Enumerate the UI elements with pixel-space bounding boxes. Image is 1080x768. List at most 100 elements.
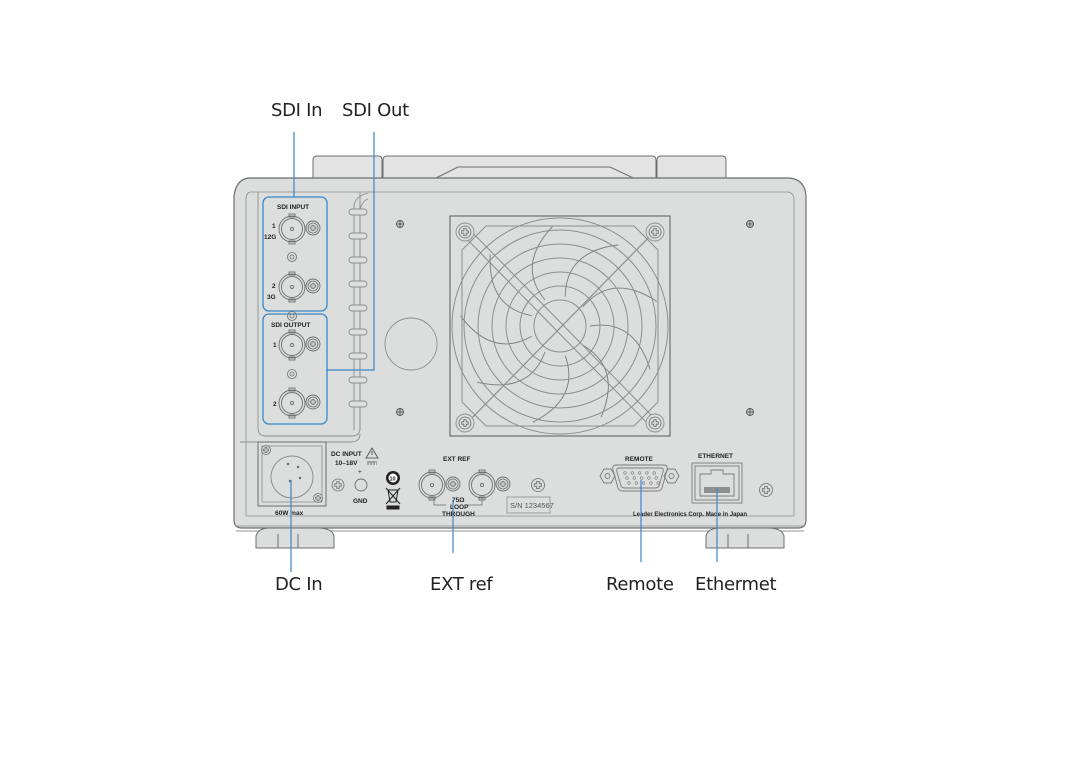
sdi-input-2-label: 2: [272, 283, 276, 290]
power-rating-label: 60W max: [275, 510, 304, 517]
fan-guard-strut: [462, 231, 655, 428]
sdi-input-2-rate: 3G: [267, 294, 276, 301]
dsub-pin: [630, 471, 634, 475]
bnc-lock-screw-icon: [447, 478, 459, 490]
chassis-screw-icon: [531, 478, 545, 492]
dsub-pin: [634, 481, 638, 485]
callout-remote: Remote: [606, 574, 674, 595]
dc-connector: [257, 441, 327, 507]
dsub-pin: [625, 476, 629, 480]
panel-screw-icon: [396, 408, 404, 416]
cable-ring: [348, 376, 368, 384]
blank-knockout: [384, 317, 438, 371]
svg-text:10: 10: [390, 477, 396, 483]
chassis-screw-icon: [759, 483, 773, 497]
sdi-input-2-bnc: [278, 271, 321, 303]
manufacturer-label: Leader Electronics Corp. Made in Japan: [633, 512, 747, 518]
dsub-pin: [641, 481, 646, 485]
panel-screw-icon: [746, 408, 754, 416]
fan-screw-icon: [648, 225, 662, 239]
callout-sdi-out: SDI Out: [342, 100, 409, 121]
cable-ring: [348, 400, 368, 408]
dsub-pin: [652, 471, 656, 475]
fan-guard-ring: [477, 243, 643, 409]
fan-guard-strut: [459, 231, 652, 428]
dc-input-label: DC INPUT: [331, 451, 362, 458]
weee-bin-icon: [385, 487, 401, 510]
panel-screw-icon: [396, 220, 404, 228]
sdi-output-label: SDI OUTPUT: [271, 322, 310, 329]
dc-corner-screw-icon: [313, 493, 323, 503]
bnc-lock-screw-icon: [307, 338, 319, 350]
loop-through-bracket: [433, 498, 483, 506]
bnc-lock-screw-icon: [307, 396, 319, 408]
cooling-fan: [449, 215, 671, 437]
cable-ring: [348, 256, 368, 264]
serial-plate: [506, 496, 551, 514]
fan-guard-ring: [533, 299, 587, 353]
standoff-icon: [287, 311, 297, 321]
cable-ring: [348, 304, 368, 312]
sdi-input-1-label: 1: [272, 223, 276, 230]
fan-guard-ring: [505, 271, 615, 381]
dsub-pin: [645, 471, 649, 475]
callout-dc-in: DC In: [275, 574, 323, 595]
fan-blade: [531, 225, 553, 301]
leader-lines: [290, 132, 718, 572]
gnd-terminal: [354, 478, 368, 492]
through-label: THROUGH: [442, 511, 475, 518]
fan-guard-ring: [451, 217, 669, 435]
callout-sdi-in: SDI In: [271, 100, 323, 121]
impedance-label: 75Ω: [452, 497, 464, 504]
bnc-lock-screw-icon: [307, 280, 319, 292]
dsub-pin: [649, 481, 653, 485]
callout-ext-ref: EXT ref: [430, 574, 493, 595]
fan-screw-icon: [458, 416, 472, 430]
cable-ring: [348, 232, 368, 240]
fan-guard-ring: [519, 285, 601, 367]
remote-label: REMOTE: [625, 456, 653, 463]
bnc-lock-screw-icon: [307, 222, 319, 234]
dsub-pin: [623, 471, 627, 475]
sdi-output-highlight: [262, 313, 328, 425]
fan-guard-ring: [463, 229, 657, 423]
fan-frame: [461, 225, 659, 427]
remote-dsub-connector: [599, 464, 680, 492]
eco-10-icon: 10: [386, 471, 400, 485]
cable-ring: [348, 208, 368, 216]
standoff-icon: [287, 369, 297, 379]
ethernet-label: ETHERNET: [698, 453, 733, 460]
warning-icon: [365, 447, 379, 465]
gnd-label: GND: [353, 498, 368, 505]
plus-mark: +: [358, 469, 362, 476]
dsub-pin: [654, 476, 658, 480]
fan-guard-ring: [491, 257, 629, 395]
serial-number: S/N 1234567: [510, 501, 554, 510]
cable-ring: [348, 280, 368, 288]
fan-screw-icon: [648, 416, 662, 430]
dc-mount-screw-icon: [331, 478, 345, 492]
cable-guide: [348, 192, 369, 430]
dc-corner-screw-icon: [261, 445, 271, 455]
cable-ring: [348, 352, 368, 360]
feet: [255, 527, 785, 549]
sdi-input-1-rate: 12G: [264, 234, 276, 241]
cable-ring: [348, 328, 368, 336]
sdi-input-label: SDI INPUT: [277, 204, 309, 211]
io-recess: [240, 192, 361, 443]
loop-label: LOOP: [450, 504, 469, 511]
dsub-pin: [637, 471, 642, 475]
dc-voltage-label: 10–18V: [335, 460, 358, 467]
bnc-lock-screw-icon: [497, 478, 509, 490]
ext-ref-bnc-1: [418, 469, 461, 501]
top-handles: [312, 155, 727, 183]
dsub-pin: [632, 476, 636, 480]
sdi-input-highlight: [262, 196, 328, 312]
fan-screw-icon: [458, 225, 472, 239]
sdi-output-2-bnc: [278, 387, 321, 419]
ext-ref-label: EXT REF: [443, 456, 470, 463]
fan-guard-strut: [465, 225, 658, 422]
standoff-icon: [287, 252, 297, 262]
sdi-output-1-bnc: [278, 329, 321, 361]
dsub-pin: [627, 481, 631, 485]
